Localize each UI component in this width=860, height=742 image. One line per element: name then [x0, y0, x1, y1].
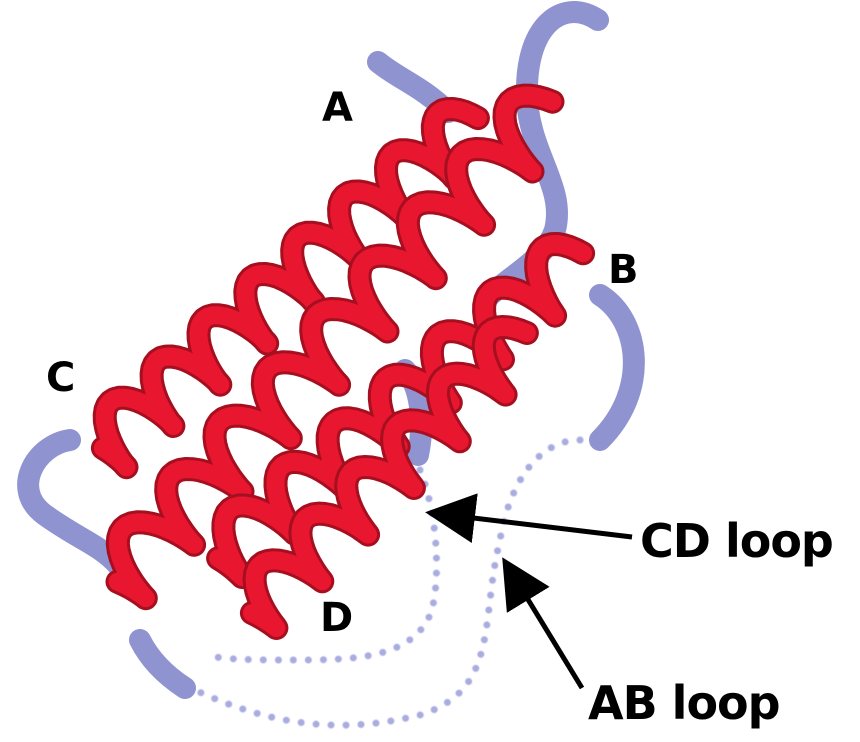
ab-loop-arrow	[510, 570, 582, 688]
cd-loop-arrow	[440, 514, 632, 537]
